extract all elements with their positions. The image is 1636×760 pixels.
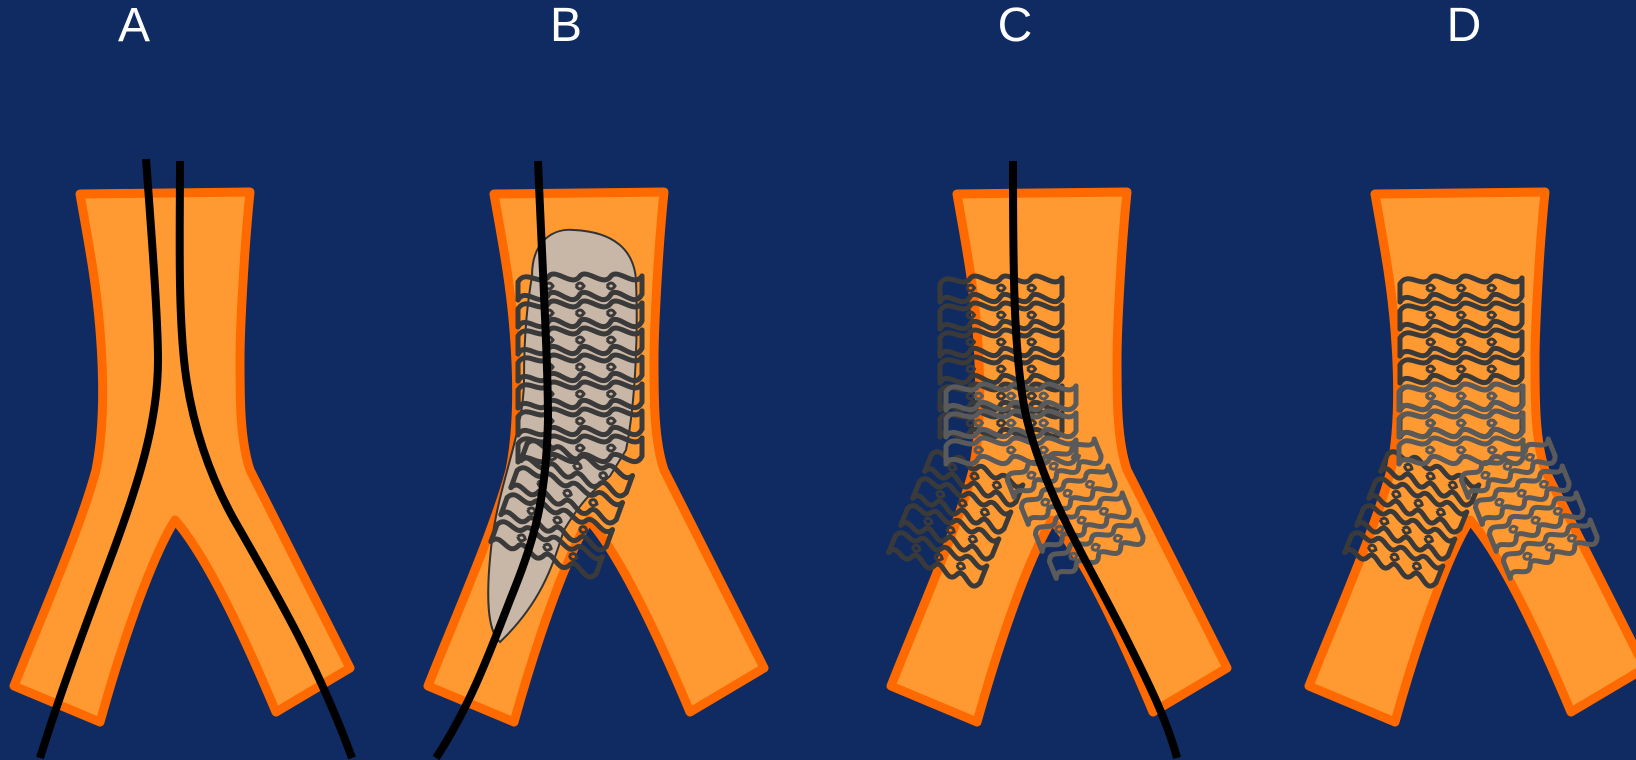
panel-label-a: A [74,0,194,52]
panel-c [889,161,1227,758]
panel-b [428,161,764,758]
panel-label-d: D [1404,0,1524,52]
vessel-c [891,192,1227,722]
panel-label-c: C [955,0,1075,52]
panel-d [1309,192,1636,722]
panel-label-b: B [506,0,626,52]
panel-a [14,159,352,758]
